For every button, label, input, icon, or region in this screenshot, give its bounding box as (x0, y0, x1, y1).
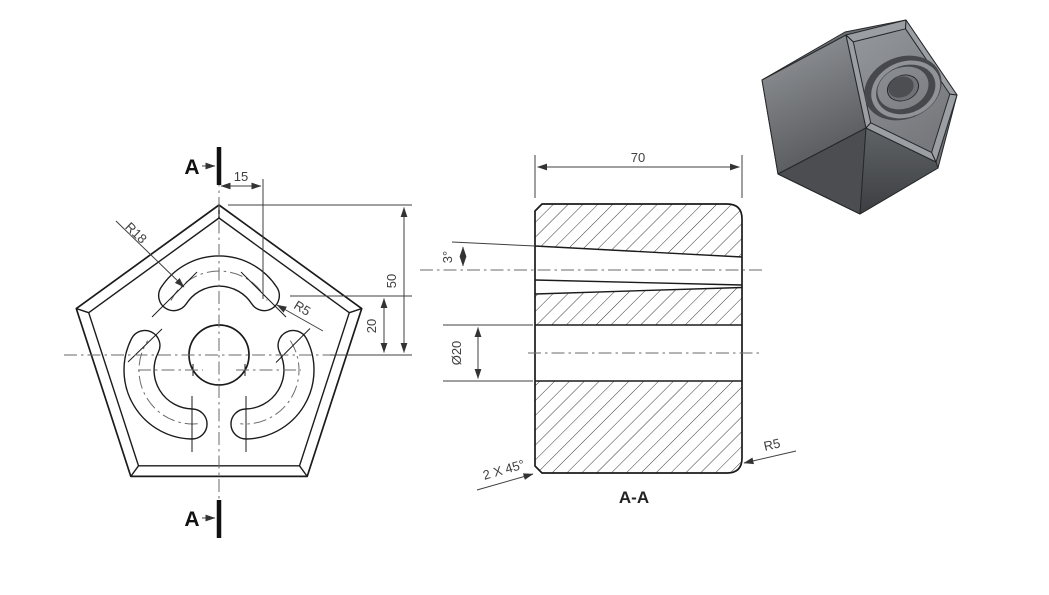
section-internal-edges (534, 245, 743, 382)
iso-view (761, 19, 958, 215)
taper-angle-label: 3° (440, 251, 455, 263)
bore-label: Ø20 (449, 341, 464, 366)
slot-top (157, 255, 281, 312)
r5-front-label: R5 (291, 297, 313, 318)
dim-50: 50 (228, 204, 412, 356)
dim-70: 70 (534, 150, 743, 198)
section-marker-bottom: A (184, 500, 222, 538)
dim-70-label: 70 (631, 150, 645, 165)
slot-lower-right (230, 329, 315, 440)
section-label-bottom: A (184, 508, 199, 531)
dim-20: 20 (290, 295, 412, 353)
dim-3deg: 3° (440, 241, 536, 267)
dim-20-label: 20 (364, 319, 379, 333)
dim-15: 15 (220, 169, 264, 299)
iso-chamfer-edges (845, 19, 958, 163)
front-view: A A 15 50 20 R18 (64, 147, 412, 538)
pentagon-outer-outline (75, 204, 363, 478)
leader-chamfer: 2 X 45° (476, 457, 534, 491)
slot-lower-left (123, 329, 208, 440)
iso-face-features (864, 55, 942, 121)
chamfer-label: 2 X 45° (481, 457, 526, 483)
dim-bore: Ø20 (443, 324, 533, 382)
section-label-top: A (184, 156, 199, 179)
iso-center-bore (888, 76, 914, 98)
section-marker-top: A (184, 147, 222, 185)
hatch-bottom (535, 381, 742, 473)
leader-r5-front: R5 (276, 297, 324, 332)
hatch-top (535, 204, 742, 257)
iso-slots-highlight (871, 60, 941, 119)
section-view: 70 3° Ø20 2 X 45° R5 A-A (420, 150, 797, 507)
section-body-outline (534, 203, 743, 474)
leader-r5-section: R5 (743, 435, 797, 465)
r18-label: R18 (122, 219, 150, 246)
leader-r18: R18 (115, 219, 185, 288)
dim-50-label: 50 (384, 274, 399, 288)
dim-15-label: 15 (234, 169, 248, 184)
hatch-middle (535, 287, 742, 325)
r5-section-label: R5 (762, 435, 782, 453)
section-title: A-A (619, 488, 649, 507)
